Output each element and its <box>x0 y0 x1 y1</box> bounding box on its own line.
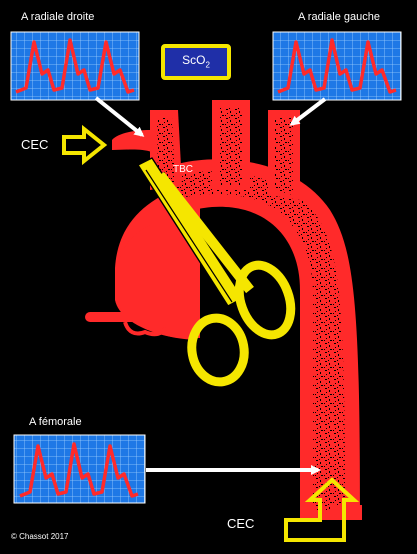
pointer-arrows <box>94 96 327 475</box>
sco2-label-subscript: 2 <box>205 60 210 70</box>
monitor-radial-left <box>272 31 402 101</box>
ascending-aorta-body <box>118 225 200 338</box>
label-radial-left: A radiale gauche <box>298 11 380 23</box>
label-cec-bottom: CEC <box>227 516 255 531</box>
label-tbc: TBC <box>173 164 193 175</box>
arrow-radial-right <box>94 96 145 137</box>
aortic-arch-lumen <box>160 171 345 510</box>
label-femoral: A fémorale <box>29 416 82 428</box>
label-copyright: © Chassot 2017 <box>11 532 69 541</box>
monitor-femoral <box>13 434 146 504</box>
ligature-vessel <box>90 312 175 322</box>
sco2-label-base: ScO <box>182 53 206 67</box>
right-subclavian-branch <box>112 130 152 152</box>
cec-arrow-bottom-icon <box>284 477 360 542</box>
cec-arrow-top-icon <box>62 124 108 166</box>
sco2-box <box>161 44 231 80</box>
arrow-radial-left <box>289 97 327 126</box>
label-radial-right: A radiale droite <box>21 11 95 23</box>
surgical-clamp-icon <box>136 157 296 387</box>
aorta <box>85 100 362 520</box>
label-cec-top: CEC <box>21 137 49 152</box>
monitor-radial-right <box>10 31 140 101</box>
sco2-label: ScO2 <box>163 53 229 69</box>
